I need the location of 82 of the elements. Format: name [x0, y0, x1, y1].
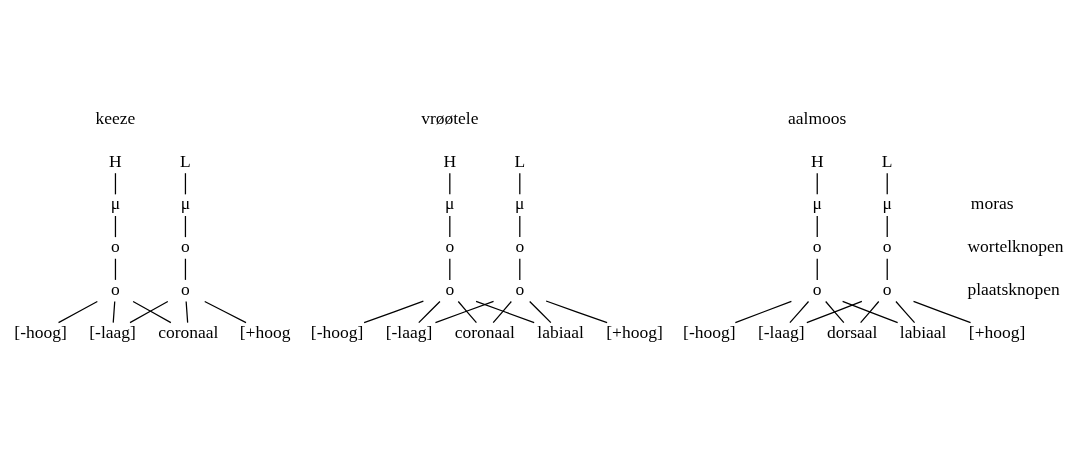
node-text: H [109, 150, 122, 171]
connector [734, 300, 792, 324]
label: aalmoos [788, 107, 847, 128]
node-text: μ [180, 193, 191, 214]
connector [449, 258, 451, 281]
node-text: H [810, 150, 824, 171]
node-text: μ [882, 193, 892, 214]
node-text: L [514, 150, 526, 171]
connector [449, 172, 451, 195]
node-text: [+hoog] [968, 321, 1026, 342]
node-text: o [812, 236, 822, 257]
connector [114, 258, 117, 281]
node-text: L [881, 150, 893, 171]
connector [184, 258, 187, 281]
node-text: o [812, 278, 822, 299]
connector [204, 300, 247, 324]
connector [185, 300, 189, 324]
node-text: coronaal [158, 321, 219, 342]
connector [114, 172, 117, 195]
node-text: o [515, 278, 525, 299]
node-text: [-hoog] [683, 321, 736, 342]
connector [363, 300, 424, 324]
node-text: μ [110, 193, 121, 214]
connector [895, 300, 916, 324]
node-text: dorsaal [826, 321, 878, 342]
connector [475, 300, 535, 324]
node-text: o [882, 236, 892, 257]
label: moras [970, 193, 1014, 214]
connector [816, 172, 818, 195]
connector [842, 300, 899, 324]
node-text: [+hoog [239, 321, 291, 342]
node-text: coronaal [454, 321, 515, 342]
connector [457, 300, 478, 324]
label: vrøøtele [421, 107, 479, 128]
connector [886, 215, 888, 238]
node-text: labiaal [537, 321, 584, 342]
connector [492, 300, 512, 324]
node-text: μ [515, 193, 525, 214]
node-text: μ [445, 193, 455, 214]
connector [816, 215, 818, 238]
connector [860, 300, 880, 324]
connector [816, 258, 818, 281]
connector [418, 300, 441, 324]
node-text: o [111, 278, 120, 299]
connector [545, 300, 608, 324]
connector [825, 300, 845, 324]
node-text: o [181, 236, 190, 257]
node-text: o [445, 236, 455, 257]
node-text: [+hoog] [606, 321, 663, 342]
connector [519, 215, 521, 238]
node-text: o [882, 278, 892, 299]
node-text: L [180, 150, 191, 171]
connector [434, 300, 495, 324]
connector [886, 172, 888, 195]
node-text: o [445, 278, 455, 299]
label: wortelknopen [967, 236, 1064, 257]
connector [114, 215, 117, 238]
node-text: H [443, 150, 457, 171]
node-text: [-laag] [385, 321, 433, 342]
label: plaatsknopen [967, 278, 1060, 299]
node-text: o [515, 236, 525, 257]
connector [184, 172, 187, 195]
connector [912, 300, 972, 324]
connector [529, 300, 552, 324]
node-text: [-hoog] [310, 321, 364, 342]
node-text: [-hoog] [14, 321, 67, 342]
connector [184, 215, 187, 238]
node-text: o [181, 278, 190, 299]
node-text: o [111, 236, 120, 257]
connector [449, 215, 451, 238]
connector [57, 300, 98, 324]
node-text: [-laag] [757, 321, 805, 342]
node-text: labiaal [899, 321, 947, 342]
label: keeze [95, 107, 136, 128]
node-text: [-laag] [89, 321, 136, 342]
connector [519, 172, 521, 195]
connector [886, 258, 888, 281]
connector [789, 300, 810, 324]
connector [519, 258, 521, 281]
node-text: μ [812, 193, 822, 214]
connector [112, 300, 116, 324]
connector [806, 300, 863, 324]
